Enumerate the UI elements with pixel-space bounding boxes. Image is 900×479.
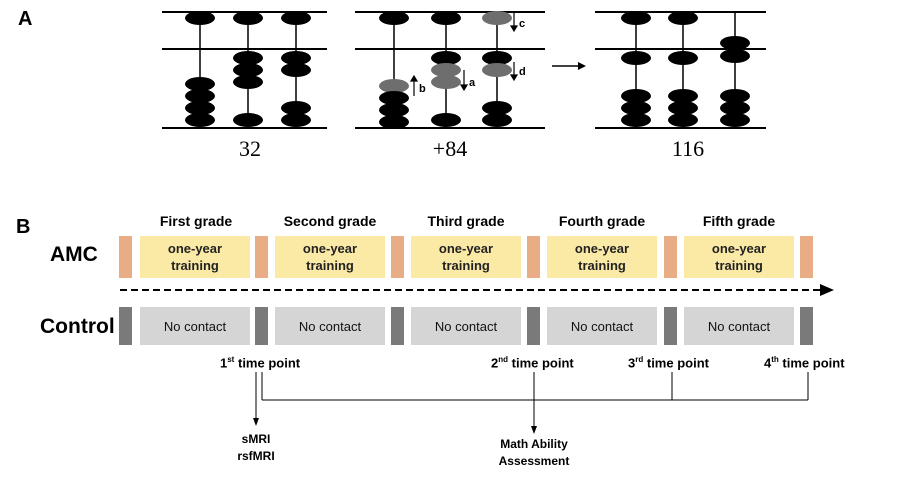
transition-arrow	[552, 62, 586, 70]
grade-header-5: Fifth grade	[702, 213, 776, 229]
timeline-arrow	[120, 284, 834, 296]
abacus-left-caption: 32	[239, 136, 261, 161]
no-contact-box-2: No contact	[275, 307, 385, 345]
panel-label-a: A	[18, 8, 33, 30]
abacus-middle: c b a d	[355, 11, 545, 129]
amc-tick-2	[255, 236, 268, 278]
amc-row-label: AMC	[50, 243, 98, 266]
arrow-label-a: a	[469, 77, 476, 89]
amc-tick-3	[391, 236, 404, 278]
amc-tick-4	[527, 236, 540, 278]
control-tick-5	[664, 307, 677, 345]
time-point-2: 2nd time point	[491, 355, 574, 371]
amc-tick-5	[664, 236, 677, 278]
amc-tick-6	[800, 236, 813, 278]
abacus-right	[595, 11, 766, 129]
no-contact-box-3: No contact	[411, 307, 521, 345]
control-tick-4	[527, 307, 540, 345]
abacus-left	[162, 11, 327, 129]
no-contact-box-4: No contact	[547, 307, 657, 345]
no-contact-box-5: No contact	[684, 307, 794, 345]
control-tick-2	[255, 307, 268, 345]
grade-header-4: Fourth grade	[558, 213, 646, 229]
arrow-label-d: d	[519, 66, 526, 78]
arrow-label-b: b	[419, 83, 426, 95]
connector-lines	[253, 372, 809, 434]
control-tick-1	[119, 307, 132, 345]
abacus-panel: c b a d	[162, 11, 766, 129]
arrow-label-c: c	[519, 18, 525, 30]
panel-label-b: B	[16, 216, 31, 238]
time-point-3: 3rd time point	[628, 355, 709, 371]
abacus-middle-caption: +84	[432, 136, 468, 161]
amc-tick-1	[119, 236, 132, 278]
time-point-1: 1st time point	[220, 355, 301, 371]
control-tick-3	[391, 307, 404, 345]
grade-header-2: Second grade	[283, 213, 377, 229]
control-tick-6	[800, 307, 813, 345]
no-contact-box-1: No contact	[140, 307, 250, 345]
time-point-4: 4th time point	[764, 355, 845, 371]
grade-header-3: Third grade	[427, 213, 505, 229]
control-row-label: Control	[40, 315, 115, 338]
grade-header-1: First grade	[159, 213, 233, 229]
abacus-right-caption: 116	[671, 136, 705, 161]
